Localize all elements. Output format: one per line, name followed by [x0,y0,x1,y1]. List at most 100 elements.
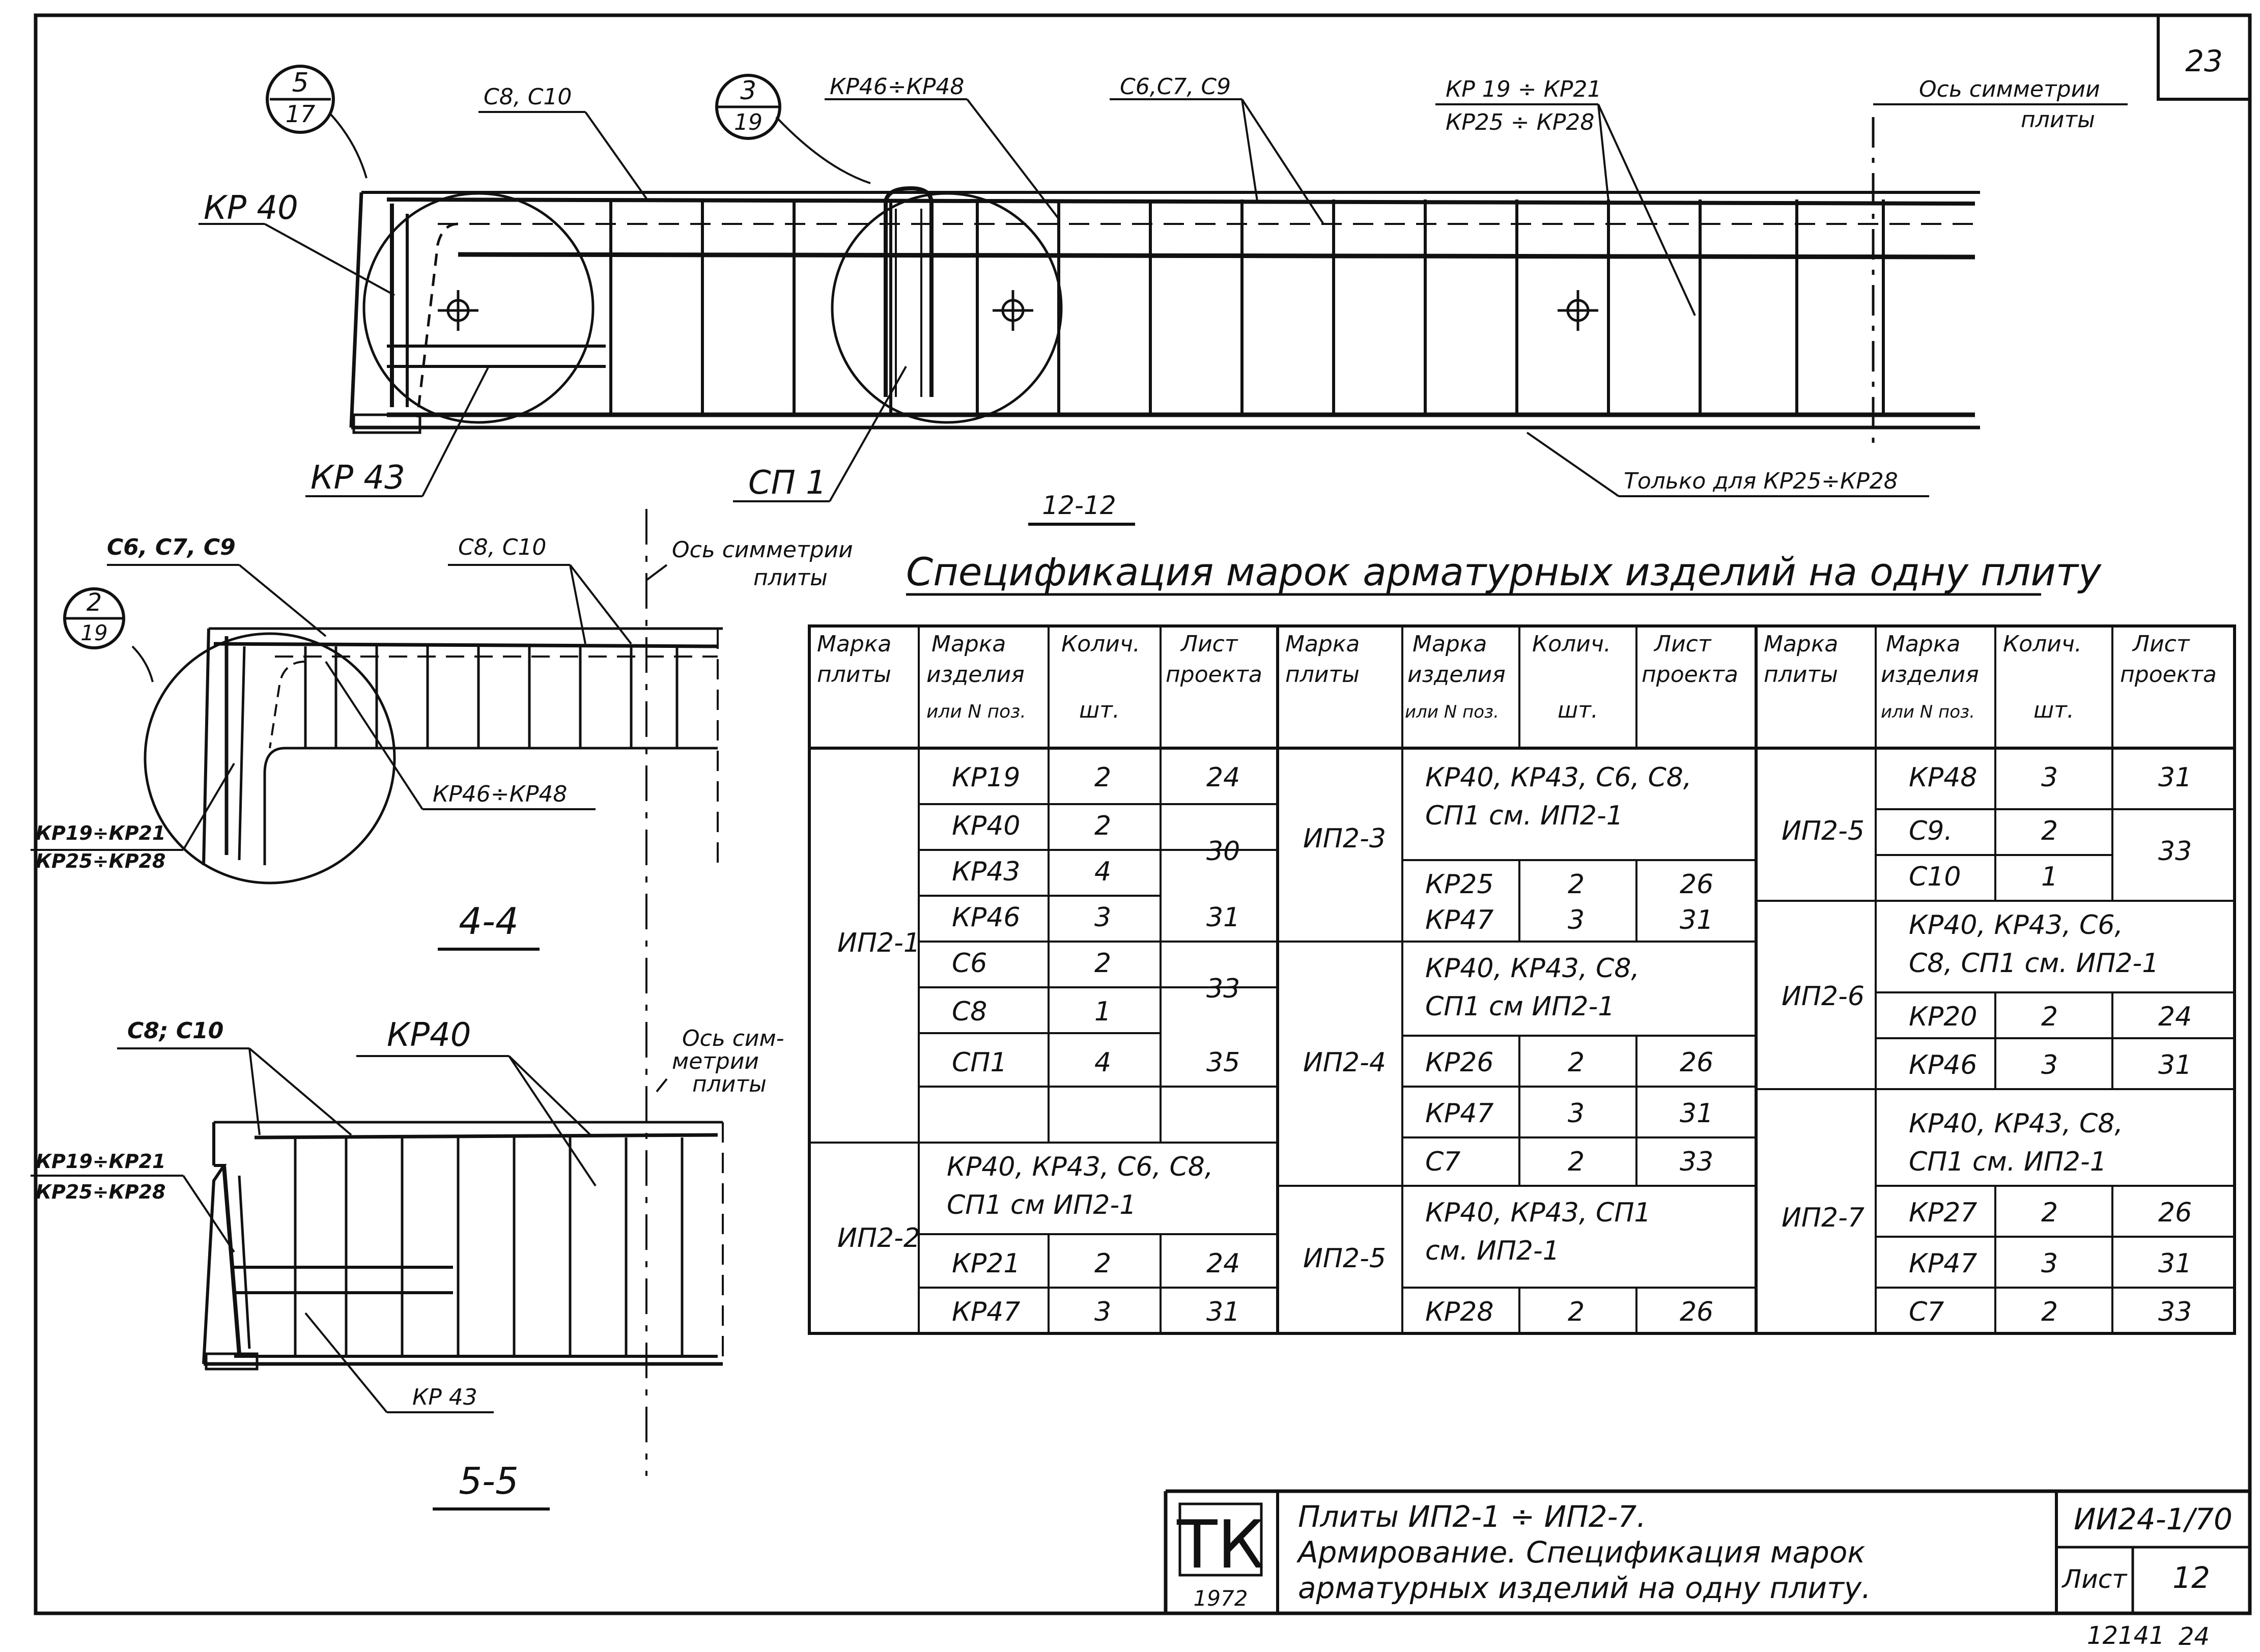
section-title-4-4: 4-4 [459,900,519,943]
svg-text:Марка: Марка [1764,631,1838,657]
svg-text:КР40: КР40 [952,811,1020,841]
spec-headers-block3: Марка плиты Марка изделия или N поз. Кол… [1764,631,2217,723]
svg-text:Марка: Марка [1886,631,1960,657]
svg-text:С8, СП1 см. ИП2-1: С8, СП1 см. ИП2-1 [1909,948,2159,979]
svg-text:33: 33 [1680,1147,1713,1177]
svg-text:Колич.: Колич. [1532,631,1611,657]
svg-text:проекта: проекта [1166,662,1262,688]
svg-text:или N поз.: или N поз. [926,701,1026,722]
lifting-holes [438,290,1598,331]
svg-text:СП1 см. ИП2-1: СП1 см. ИП2-1 [1425,801,1623,831]
svg-text:КР48: КР48 [1909,762,1977,793]
svg-text:Лист: Лист [1653,631,1712,657]
svg-text:КР40, КР43, С6,: КР40, КР43, С6, [1909,910,2123,941]
title-sheet-label: Лист [2061,1564,2128,1594]
spec-group-ip2-1: ИП2-1 КР19 2 24 КР40 2 30 КР43 4 КР46 3 … [837,762,1240,1078]
tk-logo: ТК [1176,1506,1264,1583]
svg-text:проекта: проекта [1642,662,1738,688]
svg-text:проекта: проекта [2120,662,2217,688]
sheet-corner-number: 23 [2185,44,2223,78]
section-5-5-drawing: С8; С10 КР40 Ось сим- метрии плиты КР19÷… [31,1016,784,1511]
svg-text:КР40, КР43, СП1: КР40, КР43, СП1 [1425,1198,1651,1228]
spec-headers-block1: Марка плиты Марка изделия или N поз. Кол… [817,631,1262,723]
svg-text:31: 31 [2158,1050,2192,1080]
svg-text:КР40, КР43, С6, С8,: КР40, КР43, С6, С8, [947,1152,1213,1182]
label-kp46-48-44: КР46÷КР48 [433,781,567,807]
spec-table: Спецификация марок арматурных изделий на… [808,549,2236,1335]
svg-text:КР40, КР43, С8,: КР40, КР43, С8, [1425,953,1640,984]
svg-text:3: 3 [2041,1050,2058,1080]
svg-text:СП1: СП1 [952,1047,1007,1078]
title-block: ТК 1972 Плиты ИП2-1 ÷ ИП2-7. Армирование… [1164,1489,2250,1613]
svg-text:31: 31 [1206,1297,1240,1327]
svg-text:С6: С6 [952,948,987,979]
svg-text:1: 1 [2041,862,2058,892]
leaders-12 [199,98,2128,502]
svg-text:30: 30 [1206,836,1240,867]
spec-group-ip2-3: ИП2-3 КР40, КР43, С6, С8, СП1 см. ИП2-1 … [1303,762,1713,935]
svg-text:ИП2-4: ИП2-4 [1303,1047,1386,1078]
svg-text:33: 33 [1206,974,1240,1004]
svg-text:2: 2 [2041,1198,2058,1228]
label-kp25-28-55: КР25÷КР28 [36,1181,165,1203]
label-c8c10-55: С8; С10 [127,1018,223,1044]
svg-text:ИП2-1: ИП2-1 [837,928,920,958]
svg-text:КР27: КР27 [1909,1198,1977,1228]
svg-text:24: 24 [1206,762,1240,793]
svg-text:шт.: шт. [1558,697,1598,723]
svg-text:или N поз.: или N поз. [1405,702,1499,722]
svg-text:КР47: КР47 [952,1297,1020,1327]
svg-text:2: 2 [1094,1248,1111,1279]
svg-text:КР47: КР47 [1909,1248,1977,1279]
svg-text:Марка: Марка [817,631,891,657]
svg-text:КР47: КР47 [1425,905,1493,935]
svg-text:шт.: шт. [1079,697,1120,723]
svg-text:19: 19 [734,109,762,135]
svg-text:или N поз.: или N поз. [1881,702,1975,722]
label-kp25-28-44: КР25÷КР28 [36,850,165,872]
callout-5-17: 5 17 [266,65,335,134]
svg-text:2: 2 [1568,1297,1585,1327]
svg-text:4: 4 [1094,857,1111,887]
svg-text:3: 3 [2041,1248,2058,1279]
label-axis-55-line1: Ось сим- [682,1026,784,1051]
spec-group-ip2-5b: ИП2-5 КР48 3 31 С9. 2 33 С10 1 [1782,762,2192,892]
title-year: 1972 [1194,1586,1248,1611]
label-axis-12-line1: Ось симметрии [1919,76,2100,102]
label-kp25-28-12: КР25 ÷ КР28 [1446,109,1594,135]
label-c8c10-44: С8, С10 [458,534,546,560]
label-axis-44-line1: Ось симметрии [672,537,853,563]
title-line2: Армирование. Спецификация марок [1296,1535,1865,1570]
svg-text:С9.: С9. [1909,816,1953,846]
svg-text:2: 2 [1094,811,1111,841]
label-axis-55-line3: плиты [692,1071,767,1097]
svg-text:35: 35 [1206,1047,1240,1078]
label-kp43-12: КР 43 [310,459,405,497]
svg-text:ИП2-7: ИП2-7 [1782,1203,1864,1233]
svg-text:2: 2 [1568,869,1585,900]
svg-text:17: 17 [286,100,316,128]
section-title-12-12: 12-12 [1042,491,1116,520]
svg-text:Колич.: Колич. [1061,631,1140,657]
svg-text:КР25: КР25 [1425,869,1493,900]
svg-text:2: 2 [1094,762,1111,793]
label-axis-44-line2: плиты [753,565,828,591]
svg-text:4: 4 [1094,1047,1111,1078]
svg-text:КР28: КР28 [1425,1297,1493,1327]
label-kp40-55: КР40 [387,1016,471,1054]
svg-text:3: 3 [1568,1098,1585,1129]
svg-text:изделия: изделия [1407,662,1506,688]
svg-text:КР47: КР47 [1425,1098,1493,1129]
svg-text:3: 3 [740,76,756,105]
svg-text:Колич.: Колич. [2003,631,2082,657]
spec-group-ip2-5a: ИП2-5 КР40, КР43, СП1 см. ИП2-1 КР28 2 2… [1303,1198,1713,1327]
svg-text:26: 26 [1680,1047,1713,1078]
svg-text:ИП2-6: ИП2-6 [1782,981,1864,1012]
svg-text:1: 1 [1094,996,1111,1027]
svg-text:КР19: КР19 [952,762,1020,793]
svg-text:Марка: Марка [1285,631,1360,657]
svg-text:2: 2 [2041,1002,2058,1032]
svg-text:С8: С8 [952,996,987,1027]
title-sheet-no: 12 [2172,1560,2210,1595]
title-line3: арматурных изделий на одну плиту. [1298,1571,1871,1605]
